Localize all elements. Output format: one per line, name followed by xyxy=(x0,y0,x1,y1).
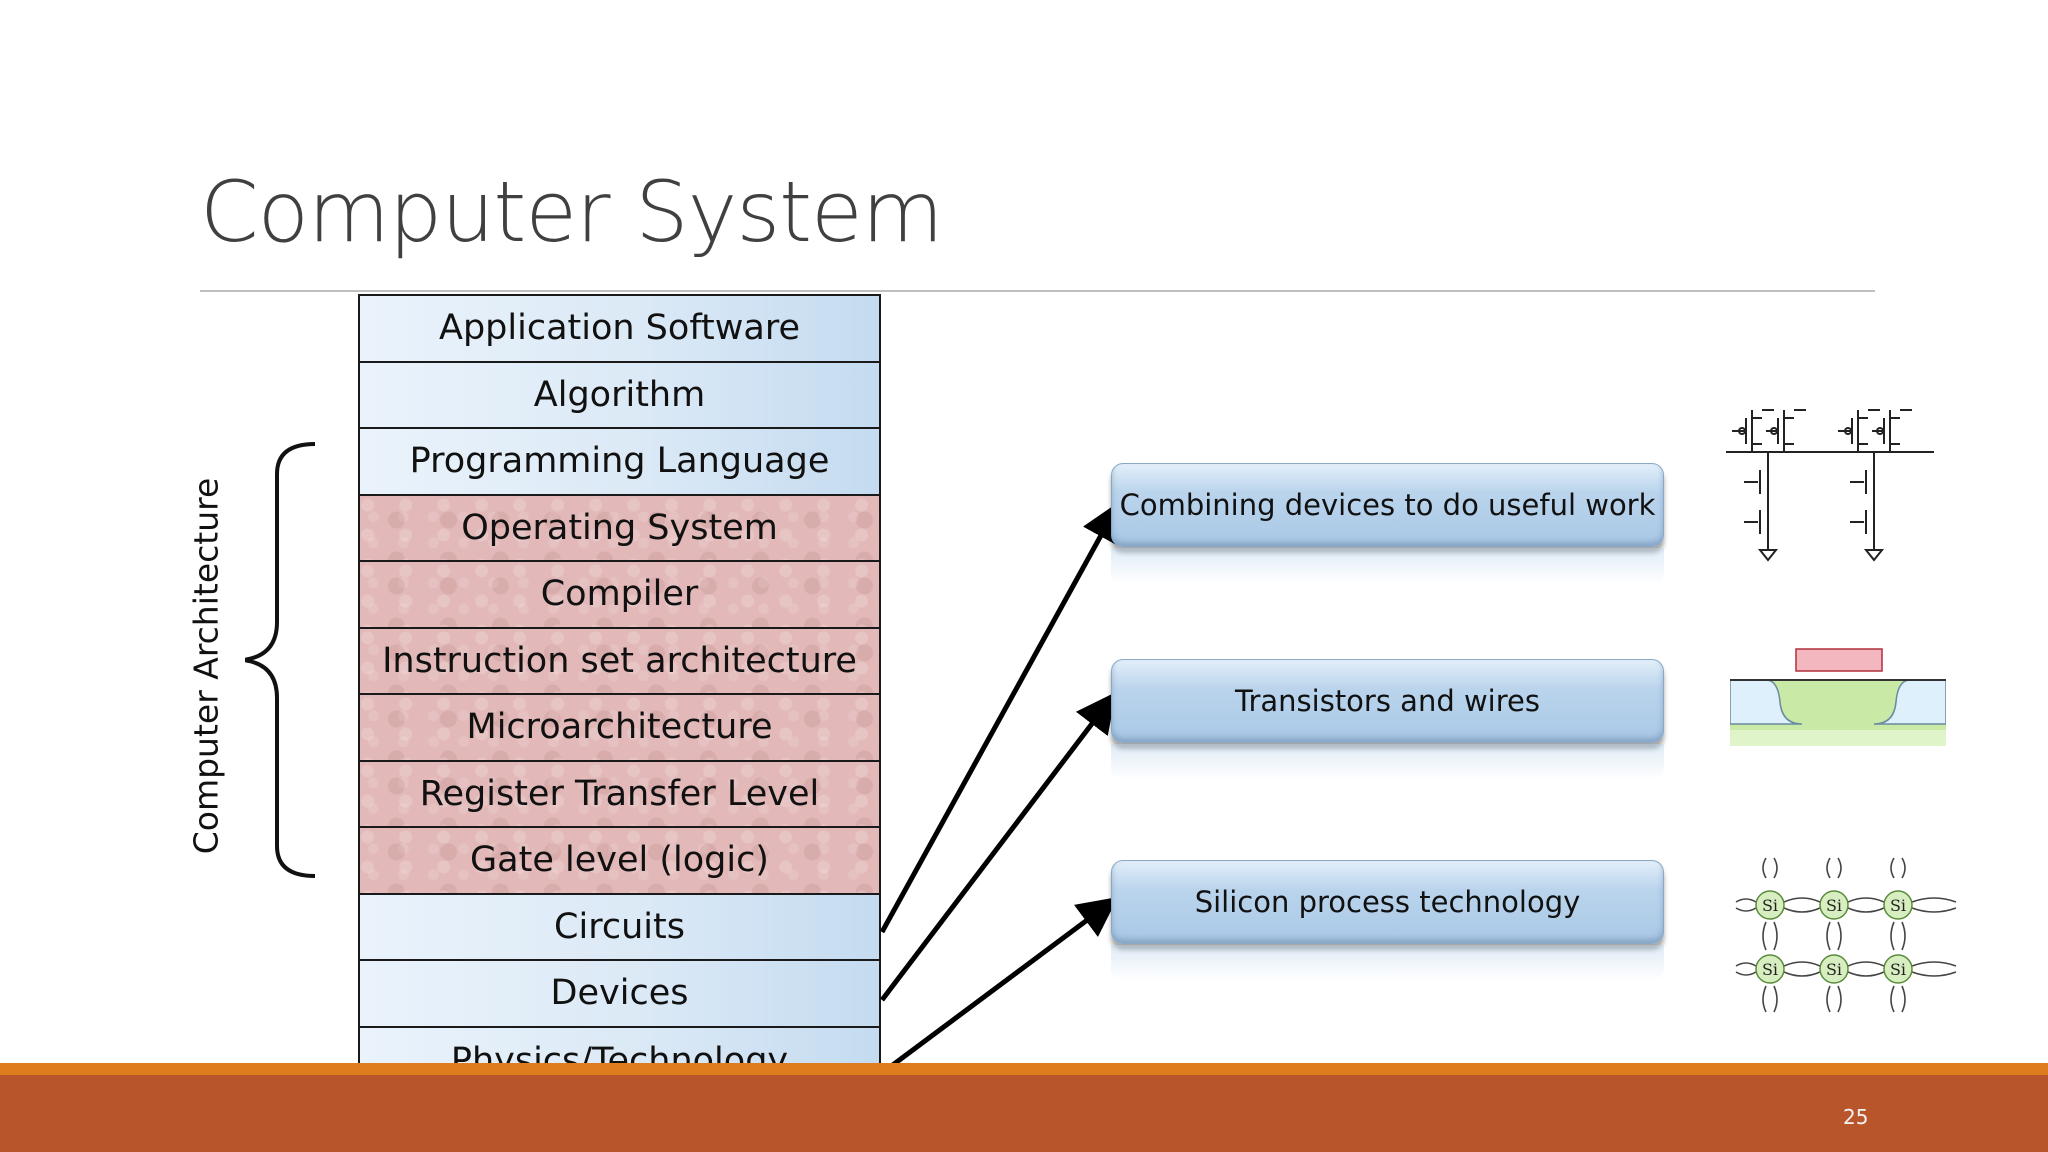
arrow-circuits xyxy=(879,501,1120,934)
si-atom-label: Si xyxy=(1890,896,1906,915)
layer-gate-level: Gate level (logic) xyxy=(360,828,879,895)
layer-programming-language: Programming Language xyxy=(360,429,879,496)
layer-compiler: Compiler xyxy=(360,562,879,629)
transistor-cross-section-icon xyxy=(1730,648,1946,746)
si-atom-label: Si xyxy=(1762,896,1778,915)
layer-register-transfer-level: Register Transfer Level xyxy=(360,761,879,828)
layer-instruction-set-architecture: Instruction set architecture xyxy=(360,628,879,695)
slide-title: Computer System xyxy=(200,163,944,261)
callout-reflection xyxy=(1111,945,1664,981)
callout-combining-devices: Combining devices to do useful work xyxy=(1111,463,1664,547)
callout-transistors-wires: Transistors and wires xyxy=(1111,659,1664,743)
layer-operating-system: Operating System xyxy=(360,495,879,562)
arrow-physics xyxy=(880,897,1119,1076)
title-divider xyxy=(200,290,1875,292)
layer-circuits: Circuits xyxy=(360,894,879,961)
silicon-lattice-icon: Si Si Si Si Si Si xyxy=(1735,857,1957,1013)
si-atom-label: Si xyxy=(1826,960,1842,979)
footer-bar xyxy=(0,1075,2048,1152)
page-number: 25 xyxy=(1843,1105,1869,1129)
si-atom-label: Si xyxy=(1826,896,1842,915)
callout-silicon-process: Silicon process technology xyxy=(1111,860,1664,944)
layer-application-software: Application Software xyxy=(360,296,879,363)
callout-reflection xyxy=(1111,744,1664,780)
si-atom-label: Si xyxy=(1890,960,1906,979)
layer-devices: Devices xyxy=(360,961,879,1028)
layer-algorithm: Algorithm xyxy=(360,362,879,429)
si-atom-label: Si xyxy=(1762,960,1778,979)
layer-microarchitecture: Microarchitecture xyxy=(360,695,879,762)
arrow-devices xyxy=(880,692,1117,1002)
footer-accent-line xyxy=(0,1063,2048,1075)
transistor-circuit-icon xyxy=(1726,409,1934,562)
callout-reflection xyxy=(1111,548,1664,584)
curly-brace-icon xyxy=(245,442,315,878)
